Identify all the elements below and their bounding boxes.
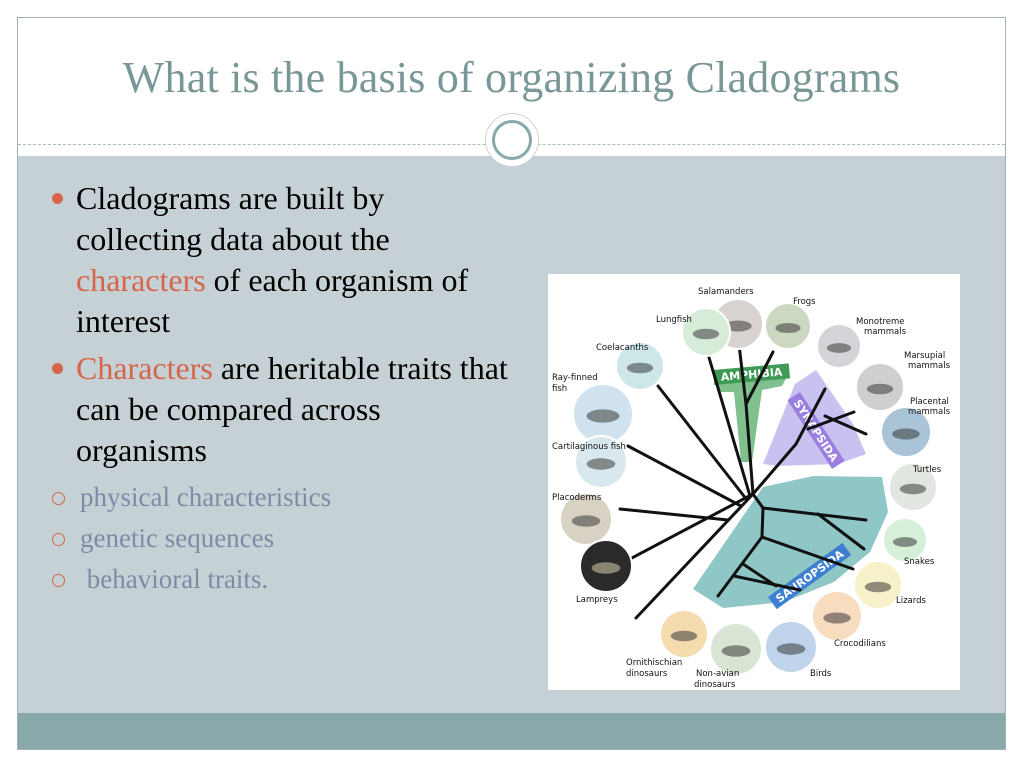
bullet-item: Cladograms are built by collecting data … xyxy=(48,178,518,342)
organism-label: Turtles xyxy=(912,465,942,475)
sub-bullet-item: genetic sequences xyxy=(50,518,518,559)
organism-label: Marsupial xyxy=(904,351,945,361)
organism-silhouette-icon xyxy=(724,320,752,332)
organism-silhouette-icon xyxy=(586,458,616,470)
organism-label: mammals xyxy=(864,327,907,337)
organism-silhouette-icon xyxy=(866,383,894,395)
organism-label: Crocodilians xyxy=(834,639,886,649)
amphibia-label: AMPHIBIA xyxy=(720,365,783,383)
organism-silhouette-icon xyxy=(591,562,621,574)
organism-label: Ornithischian xyxy=(626,658,682,668)
organism-silhouette-icon xyxy=(899,483,927,495)
circle-ornament-icon xyxy=(485,113,539,167)
ring-bullet-icon xyxy=(52,574,65,587)
organism-label: fish xyxy=(552,384,567,394)
organism-label: dinosaurs xyxy=(694,680,736,690)
highlighted-term: characters xyxy=(76,262,206,298)
organism-label: Monotreme xyxy=(856,317,905,327)
bullet-dot-icon xyxy=(52,363,63,374)
sub-bullet-item: behavioral traits. xyxy=(50,559,518,600)
bullet-text: of each organism of interest xyxy=(76,262,469,339)
organism-label: Salamanders xyxy=(698,287,754,297)
cladogram-figure: AMPHIBIA SYNAPSIDA SAUROPSIDA xyxy=(548,274,960,690)
organism-silhouette-icon xyxy=(826,343,852,353)
organism-label: Lampreys xyxy=(576,595,618,605)
organism-label: Lungfish xyxy=(656,315,692,325)
bullet-item: Characters are heritable traits that can… xyxy=(48,348,518,471)
organism-label: Placental xyxy=(910,397,949,407)
slide-title: What is the basis of organizing Cladogra… xyxy=(122,53,901,102)
slide: What is the basis of organizing Cladogra… xyxy=(17,17,1006,750)
footer-band xyxy=(18,713,1005,749)
organism-silhouette-icon xyxy=(823,612,851,624)
bullet-text: Cladograms are built by collecting data … xyxy=(76,180,390,257)
highlighted-term: Characters xyxy=(76,350,213,386)
bullet-list: Cladograms are built by collecting data … xyxy=(48,178,518,600)
amphibia-tag: AMPHIBIA xyxy=(713,363,791,385)
cladogram-diagram: AMPHIBIA SYNAPSIDA SAUROPSIDA xyxy=(552,287,951,690)
sub-bullet-text: genetic sequences xyxy=(80,523,275,553)
organism-silhouette-icon xyxy=(586,409,620,423)
organism-silhouette-icon xyxy=(775,322,801,334)
sub-bullet-text: physical characteristics xyxy=(80,482,332,512)
ring-bullet-icon xyxy=(52,533,65,546)
organism-label: Cartilaginous fish xyxy=(552,442,626,452)
organism-silhouette-icon xyxy=(892,537,918,547)
organism-label: Ray-finned xyxy=(552,373,598,383)
organism-silhouette-icon xyxy=(692,328,720,340)
sauropsida-clade-band xyxy=(693,476,888,608)
cladogram-branches xyxy=(609,334,868,620)
organism-label: dinosaurs xyxy=(626,669,668,679)
organism-silhouette-icon xyxy=(776,643,806,655)
organism-silhouette-icon xyxy=(892,428,920,440)
organism-label: Placoderms xyxy=(552,493,602,503)
sub-bullet-text: behavioral traits. xyxy=(80,564,269,594)
organism-label: Non-avian xyxy=(696,669,739,679)
organism-silhouette-icon xyxy=(721,645,751,657)
organism-label: Frogs xyxy=(793,297,816,307)
organism-label: Coelacanths xyxy=(596,343,649,353)
organism-label: mammals xyxy=(908,361,951,371)
organism-label: mammals xyxy=(908,407,951,417)
organism-label: Birds xyxy=(810,669,832,679)
ring-bullet-icon xyxy=(52,492,65,505)
organism-silhouette-icon xyxy=(864,581,892,593)
bullet-dot-icon xyxy=(52,193,63,204)
organism-silhouette-icon xyxy=(571,515,601,527)
sub-bullet-item: physical characteristics xyxy=(50,477,518,518)
organism-silhouette-icon xyxy=(670,630,698,642)
organism-silhouette-icon xyxy=(626,362,654,374)
organism-label: Lizards xyxy=(896,596,927,606)
organism-label: Snakes xyxy=(904,557,935,567)
amphibia-clade-band xyxy=(716,375,788,462)
bullet-text: are heritable traits that can be compare… xyxy=(76,350,508,468)
